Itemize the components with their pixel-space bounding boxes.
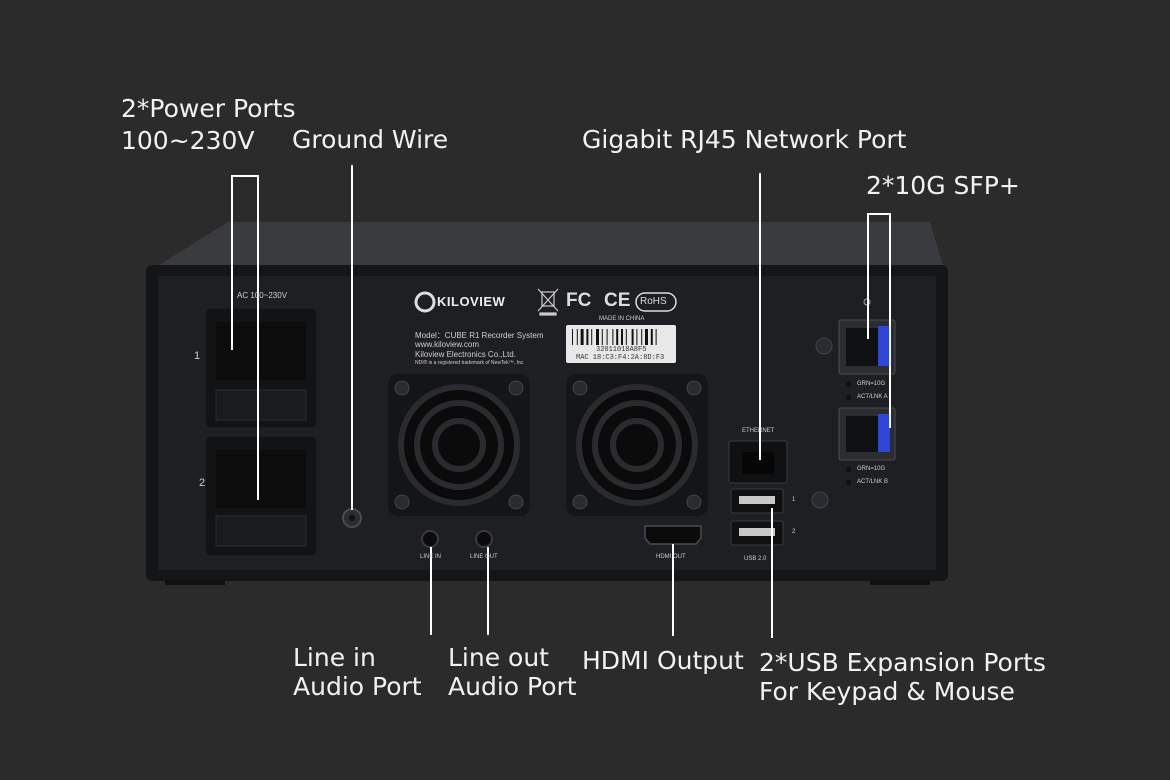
- rohs-mark: RoHS: [640, 296, 667, 307]
- ground-wire-text: Ground Wire: [292, 125, 449, 154]
- barcode-bar: [641, 329, 643, 345]
- barcode-bar: [655, 329, 657, 345]
- line-in-text-1: Line in: [293, 643, 376, 672]
- sfp-bracket-top: [867, 213, 891, 215]
- sfp-label: 2*10G SFP+: [866, 171, 1020, 200]
- hdmi-port: [644, 525, 702, 545]
- sfp-a-link-label: ACT/LNK A: [857, 394, 888, 400]
- power-socket-1-number: 1: [194, 350, 201, 362]
- usb-ports-label: 2*USB Expansion Ports For Keypad & Mouse: [759, 648, 1046, 706]
- line-out-port-label: LINE OUT: [470, 554, 498, 560]
- power-voltage: 100~230V: [121, 126, 255, 155]
- ethernet-port-label: ETHERNET: [742, 428, 775, 434]
- network-line: [759, 173, 761, 460]
- hdmi-line: [672, 544, 674, 636]
- hdmi-port-label: HDMI OUT: [656, 554, 686, 560]
- power-socket-2-number: 2: [199, 477, 206, 489]
- line-in-jack: [421, 530, 439, 548]
- barcode-bar: [601, 329, 603, 345]
- line-out-text-2: Audio Port: [448, 672, 577, 701]
- power-ports-label: 2*Power Ports 100~230V: [121, 94, 296, 155]
- usb-port-1-number: 1: [792, 497, 796, 503]
- barcode-bar: [612, 329, 614, 345]
- line-out-text-1: Line out: [448, 643, 549, 672]
- usb-port-label: USB 2.0: [744, 556, 767, 562]
- line-out-jack: [475, 530, 493, 548]
- barcode-bar: [621, 329, 623, 345]
- hdmi-output-label: HDMI Output: [582, 646, 744, 675]
- usb-line: [771, 508, 773, 638]
- barcode-bar: [645, 329, 648, 345]
- power-bracket-left: [231, 175, 233, 350]
- ground-line: [351, 165, 353, 510]
- fan-right: [566, 374, 708, 516]
- ac-rating-label: AC 100~230V: [237, 291, 288, 300]
- barcode-bar: [591, 329, 593, 345]
- model-text: Model：CUBE R1 Recorder System: [415, 331, 544, 340]
- ground-wire-label: Ground Wire: [292, 125, 448, 154]
- line-in-label: Line in Audio Port: [293, 643, 422, 701]
- sfp-b-link-label: ACT/LNK B: [857, 479, 889, 485]
- sfp-text: 2*10G SFP+: [866, 171, 1020, 200]
- mac-address: MAC 18:C3:F4:2A:8D:F3: [576, 354, 665, 362]
- barcode-bar: [625, 329, 627, 345]
- line-in-text-2: Audio Port: [293, 672, 422, 701]
- barcode-bar: [616, 329, 619, 345]
- fcc-mark: FC: [566, 290, 592, 311]
- barcode-bar: [586, 329, 589, 345]
- barcode-bar: [580, 329, 584, 345]
- company-text: Kiloview Electronics Co.,Ltd.: [415, 350, 516, 359]
- barcode-bar: [631, 329, 634, 345]
- serial-number: 32011010A8F5: [596, 346, 647, 354]
- power-ports-title: 2*Power Ports: [121, 94, 296, 123]
- line-in-line: [430, 547, 432, 635]
- made-in-china-text: MADE IN CHINA: [599, 316, 645, 322]
- sfp-port-b: [838, 407, 896, 461]
- chassis-top: [148, 222, 945, 272]
- brand-logo-mark: [414, 291, 436, 313]
- fan-left: [388, 374, 530, 516]
- weee-bin-icon: [537, 288, 559, 316]
- sfp-bracket-left: [867, 213, 869, 339]
- sfp-b-speed-label: GRN=10G: [857, 466, 886, 472]
- barcode-bar: [650, 329, 653, 345]
- power-bracket-top: [231, 175, 258, 177]
- line-in-port-label: LINE IN: [420, 554, 442, 560]
- barcode-bar: [636, 329, 638, 345]
- brand-name: KILOVIEW: [437, 294, 506, 309]
- line-out-label: Line out Audio Port: [448, 643, 577, 701]
- hdmi-output-text: HDMI Output: [582, 646, 744, 675]
- network-port-label: Gigabit RJ45 Network Port: [582, 125, 906, 154]
- usb-ports-text-2: For Keypad & Mouse: [759, 677, 1015, 706]
- barcode-bar: [596, 329, 599, 345]
- ce-mark: CE: [604, 290, 631, 311]
- barcode-bar: [576, 329, 578, 345]
- sfp-a-speed-label: GRN=10G: [857, 381, 886, 387]
- usb-port-2-number: 2: [792, 529, 796, 535]
- power-bracket-right: [257, 175, 259, 500]
- usb-ports-text-1: 2*USB Expansion Ports: [759, 648, 1046, 677]
- barcode-bar: [606, 329, 608, 345]
- website-text: www.kiloview.com: [415, 340, 480, 349]
- barcode-bar: [572, 329, 573, 345]
- network-port-text: Gigabit RJ45 Network Port: [582, 125, 907, 154]
- line-out-line: [487, 547, 489, 635]
- sfp-port-a: [838, 319, 896, 375]
- ndi-trademark-text: NDI® is a registered trademark of NewTek…: [415, 360, 525, 366]
- sfp-bracket-right: [889, 213, 891, 428]
